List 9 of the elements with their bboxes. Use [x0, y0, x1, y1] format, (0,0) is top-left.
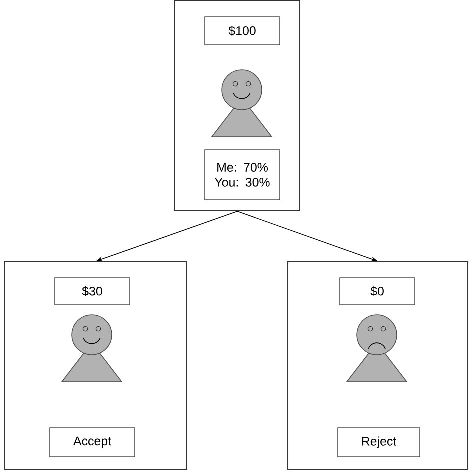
frame-box	[288, 262, 468, 470]
value-box: $30	[54, 278, 130, 306]
value-box: Reject	[338, 428, 420, 458]
value-box: Accept	[50, 428, 136, 458]
frame-box	[4, 262, 188, 470]
value-box: $0	[340, 278, 416, 306]
value-box: $100	[204, 16, 280, 46]
value-box: Me: 70% You: 30%	[204, 150, 280, 200]
frame-box	[174, 0, 300, 212]
